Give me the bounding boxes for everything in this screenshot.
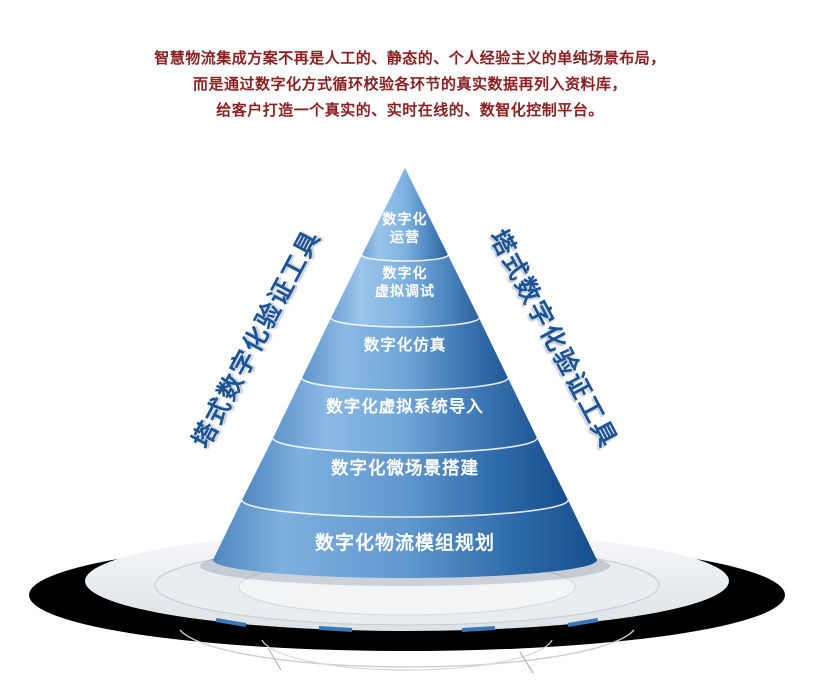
layer-2-label-line-2: 虚拟调试 bbox=[375, 283, 435, 299]
layer-4-label: 数字化虚拟系统导入 bbox=[326, 396, 484, 416]
dash-mark bbox=[461, 626, 496, 632]
layer-1-label-line-2: 运营 bbox=[390, 229, 420, 245]
layer-6-label: 数字化物流模组规划 bbox=[315, 531, 495, 554]
pyramid-layer-4 bbox=[273, 378, 537, 453]
pyramid-layer-5 bbox=[242, 438, 568, 517]
dash-mark bbox=[567, 618, 599, 627]
base-arc-outer bbox=[179, 629, 635, 668]
dash-mark bbox=[215, 618, 247, 627]
intro-line-3: 给客户打造一个真实的、实时在线的、数智化控制平台。 bbox=[216, 102, 604, 119]
base-tick-right bbox=[519, 651, 534, 674]
layer-separator bbox=[241, 499, 569, 518]
pyramid-layer-3 bbox=[302, 318, 508, 390]
layer-1-label-line-1: 数字化 bbox=[383, 211, 428, 227]
layer-separator bbox=[330, 317, 480, 328]
pyramid-layer-1 bbox=[362, 168, 448, 261]
layer-separator bbox=[272, 437, 538, 454]
intro-line-1: 智慧物流集成方案不再是人工的、静态的、个人经验主义的单纯场景布局， bbox=[154, 50, 666, 67]
layer-5-label: 数字化微场景搭建 bbox=[331, 458, 479, 478]
layer-3-label: 数字化仿真 bbox=[364, 335, 447, 354]
platform-dash-marks bbox=[215, 618, 599, 632]
intro-line-2: 而是通过数字化方式循环校验各环节的真实数据再列入资料库， bbox=[192, 76, 627, 93]
base-tick-left bbox=[267, 647, 282, 671]
layer-separator bbox=[301, 377, 509, 391]
layer-2-label-line-1: 数字化 bbox=[383, 265, 428, 281]
layer-separator bbox=[361, 254, 449, 262]
layer-separators bbox=[241, 254, 569, 518]
pyramid-layer-2 bbox=[331, 255, 479, 327]
intro-text-block: 智慧物流集成方案不再是人工的、静态的、个人经验主义的单纯场景布局， 而是通过数字… bbox=[0, 46, 820, 124]
pyramid-layer-6 bbox=[213, 500, 597, 578]
base-arc-inner bbox=[261, 639, 553, 671]
dash-mark bbox=[318, 626, 353, 632]
